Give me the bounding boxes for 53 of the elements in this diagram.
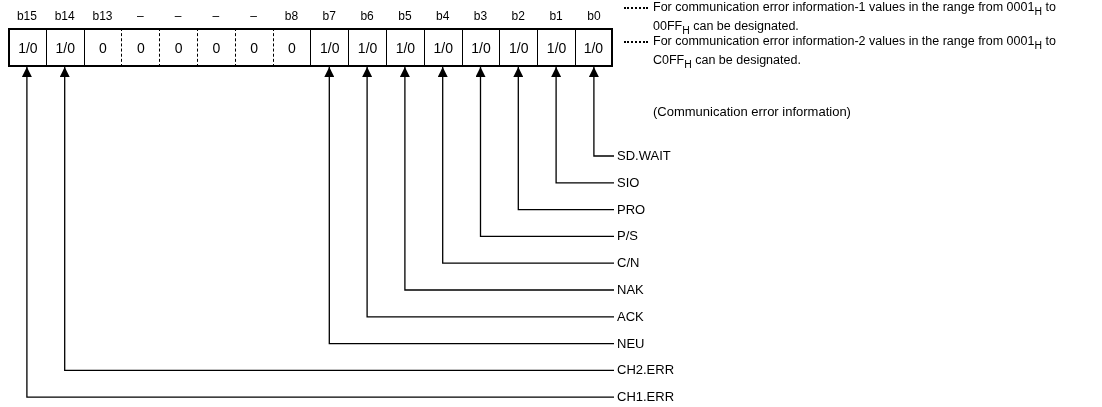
leader-arrow — [475, 66, 615, 238]
signal-label: CH1.ERR — [617, 389, 675, 406]
note-text: For communication error information-2 values in the range from 0001$_{H}$ to C0FF$_{H}$ can be designated. — [653, 34, 1057, 71]
bit-cell: 0 — [197, 28, 235, 67]
bit-label: b6 — [359, 9, 375, 23]
bit-label: b7 — [321, 9, 337, 23]
signal-label: C/N — [617, 255, 640, 272]
bit-cell: 1/0 — [348, 28, 386, 67]
bit-label: b4 — [435, 9, 451, 23]
bit-cell: 1/0 — [310, 28, 349, 67]
bit-cell: 0 — [272, 28, 311, 67]
bit-cell: 1/0 — [537, 28, 575, 67]
bit-cell: 1/0 — [8, 28, 46, 67]
bit-cell: 0 — [159, 28, 197, 67]
bit-label: b8 — [283, 9, 300, 23]
bit-label: – — [173, 9, 183, 23]
bit-label: – — [135, 9, 145, 23]
bit-label: b5 — [397, 9, 413, 23]
bit-cell: 1/0 — [386, 28, 424, 67]
bit-label: b3 — [472, 9, 489, 23]
leader-arrow — [437, 66, 615, 264]
signal-label: SIO — [617, 174, 640, 191]
signal-label: NEU — [617, 335, 645, 352]
bit-cell: 1/0 — [45, 28, 84, 67]
leader-arrow — [324, 66, 615, 345]
bit-cell: 1/0 — [461, 28, 500, 67]
leader-arrow — [513, 66, 615, 211]
bit-label: b1 — [548, 9, 564, 23]
leader-arrow — [551, 66, 615, 184]
note-text: For communication error information-1 values in the range from 0001$_{H}$ to 00FF$_{H}$ can be designated. — [653, 0, 1057, 36]
bit-label: b13 — [91, 9, 114, 23]
signal-label: PRO — [617, 201, 646, 218]
bit-cell: 0 — [121, 28, 160, 67]
bit-label: b2 — [510, 9, 526, 23]
bit-label: b15 — [15, 9, 38, 23]
leader-arrow — [362, 66, 615, 318]
bit-cell: 0 — [83, 28, 122, 67]
bit-cell: 1/0 — [423, 28, 462, 67]
signal-label: SD.WAIT — [617, 148, 671, 164]
signal-label: P/S — [617, 228, 638, 245]
bit-cell: 0 — [234, 28, 273, 67]
bit-cell: 1/0 — [499, 28, 538, 67]
caption-text: (Communication error information) — [653, 104, 851, 119]
bit-label: – — [211, 9, 221, 23]
bit-label: – — [249, 9, 259, 23]
leader-arrow — [588, 66, 615, 157]
bit-label: b14 — [53, 9, 76, 23]
bit-cell: 1/0 — [575, 28, 613, 67]
bit-label: b0 — [586, 9, 602, 23]
signal-label: NAK — [617, 282, 644, 298]
leader-arrow — [399, 66, 615, 291]
signal-label: ACK — [617, 308, 644, 325]
signal-label: CH2.ERR — [617, 362, 675, 379]
